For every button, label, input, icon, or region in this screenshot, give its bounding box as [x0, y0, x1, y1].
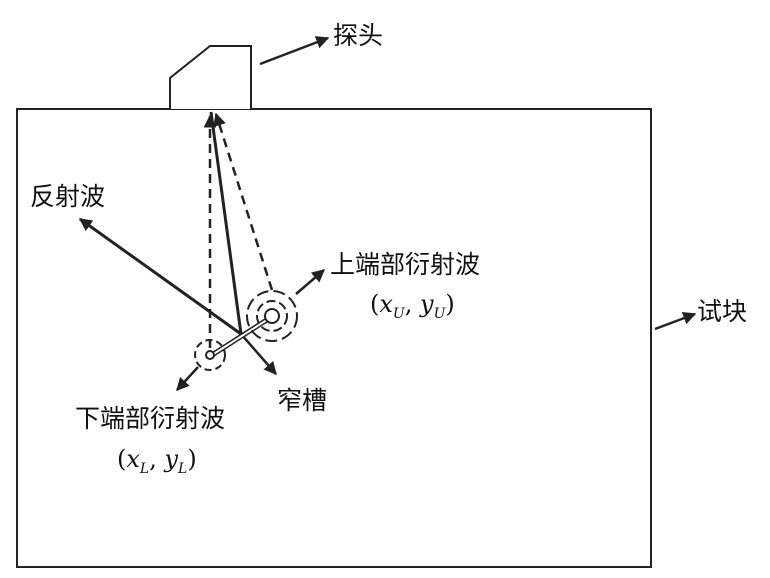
- upper-tip-wave-label: 上端部衍射波: [330, 250, 480, 279]
- lower-tip-coords: (xL, yL): [117, 445, 197, 477]
- specimen-block: [16, 108, 652, 568]
- probe-label: 探头: [333, 21, 383, 50]
- lower-tip-wavefronts: [194, 339, 226, 371]
- specimen-label: 试块: [697, 297, 747, 326]
- lower-tip-wave-label: 下端部衍射波: [75, 404, 225, 433]
- incident-beam: [209, 111, 243, 335]
- upper-diffraction-arrow: [295, 269, 325, 295]
- upper-tip-return-path: [213, 112, 274, 291]
- specimen-leader-arrow: [654, 312, 697, 331]
- reflected-wave-label: 反射波: [30, 182, 105, 211]
- probe-shape: [169, 45, 252, 109]
- reflected-wave-arrow: [78, 217, 242, 336]
- lower-diffraction-arrow: [176, 366, 199, 391]
- narrow-slot-label: 窄槽: [277, 386, 327, 415]
- probe-leader-arrow: [259, 36, 330, 66]
- upper-tip-coords: (xU, yU): [370, 290, 455, 322]
- upper-tip-wavefronts: [246, 290, 298, 342]
- slot-pointer-arrow: [240, 333, 277, 375]
- narrow-slot-inner: [211, 315, 274, 356]
